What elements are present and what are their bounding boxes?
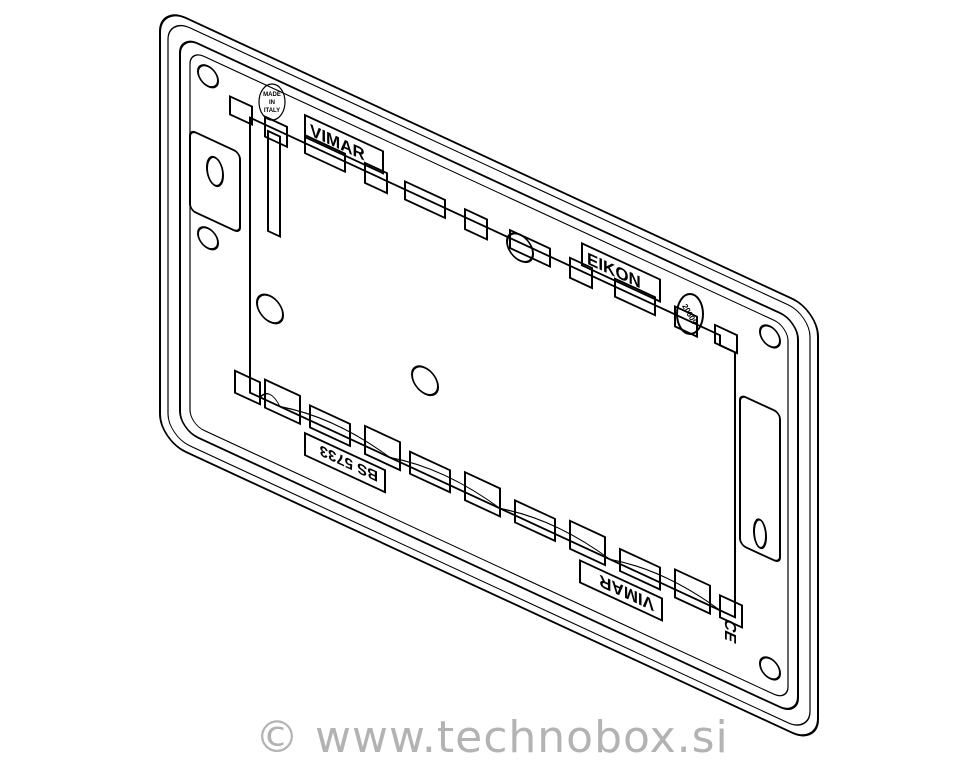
vimar-bottom-label: VIMAR <box>599 571 654 615</box>
screw-hole <box>197 64 219 89</box>
watermark: © www.technobox.si <box>255 712 729 763</box>
frame-outer-edge <box>159 14 819 737</box>
code-badge: 20609 <box>676 293 704 335</box>
screw-hole <box>759 656 781 681</box>
frame-rim-inner <box>189 54 789 697</box>
screw-hole <box>256 293 284 325</box>
screw-hole <box>197 226 219 251</box>
eikon-label-box <box>581 241 661 303</box>
frame-body: VIMAR EIKON BS 5733 VIMAR CE <box>159 14 819 737</box>
vimar-top-label-box <box>304 113 384 175</box>
central-opening <box>249 116 736 619</box>
screw-hole <box>759 324 781 349</box>
left-mounting-tab <box>189 130 241 232</box>
frame-outer-edge-inner <box>167 24 811 726</box>
svg-text:MADE: MADE <box>263 92 281 98</box>
right-mounting-tab <box>739 395 781 562</box>
svg-text:20609: 20609 <box>680 302 699 326</box>
ce-mark: CE <box>721 616 739 647</box>
svg-text:ITALY: ITALY <box>264 108 280 114</box>
alignment-pin <box>267 129 281 239</box>
bottom-module-clips <box>234 369 743 629</box>
opening-lower-edge <box>259 393 721 611</box>
bs-label-box <box>304 431 386 494</box>
right-tab-slot <box>753 518 767 550</box>
vimar-bottom-label-box <box>579 558 663 622</box>
frame-rim <box>179 40 799 710</box>
top-module-clips <box>229 94 738 355</box>
svg-text:IN: IN <box>269 100 275 106</box>
screw-hole <box>411 365 439 397</box>
made-in-italy-badge: MADE IN ITALY <box>258 83 286 121</box>
left-tab-slot <box>206 155 224 188</box>
